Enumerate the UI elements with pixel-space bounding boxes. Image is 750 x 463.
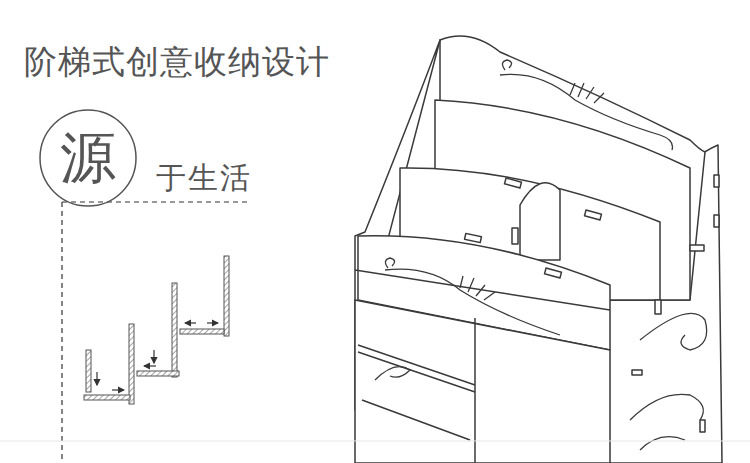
decorative-scroll [375, 60, 707, 450]
circle-text: 源 [39, 130, 137, 186]
circle-node: 源 [39, 109, 137, 207]
direction-arrow [97, 323, 218, 390]
title: 阶梯式创意收纳设计 [24, 40, 330, 85]
guide-line [62, 202, 250, 463]
staircase-schematic [84, 256, 229, 404]
label: 于生活 [156, 158, 252, 199]
ground-line [0, 441, 750, 442]
organizer-drawing [355, 36, 722, 463]
